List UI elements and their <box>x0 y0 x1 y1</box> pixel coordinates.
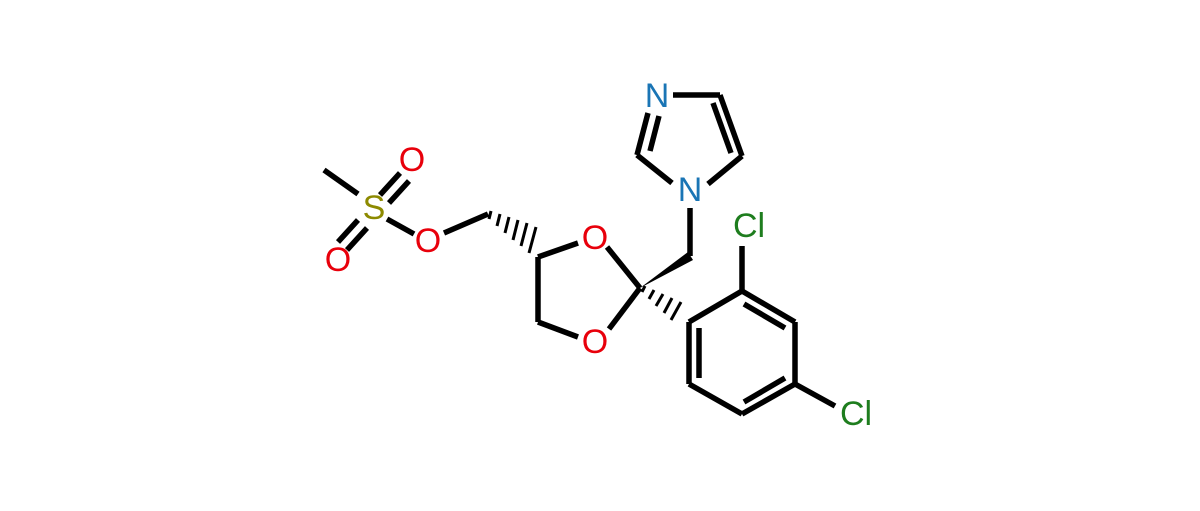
atom-nitrogen-imidazole-3: N <box>645 77 670 115</box>
bond-ph-c2-c3-inner <box>742 301 787 331</box>
atom-sulfur: S <box>363 189 386 227</box>
bond-n1-c5 <box>706 153 744 187</box>
wedge-bond-c2-ch2 <box>640 252 693 288</box>
atom-oxygen-ester: O <box>415 222 441 260</box>
atom-nitrogen-imidazole-1: N <box>678 171 703 209</box>
bond-sulfur-oxygen-top-a <box>377 171 403 197</box>
bond-sulfur-oxygen-top-b <box>386 179 412 205</box>
bond-c5-c4-imid-inner <box>710 102 734 154</box>
atom-chlorine-para: Cl <box>840 395 872 433</box>
bond-ester-oxygen-ch2 <box>442 211 490 236</box>
bond-ph-c1-c2 <box>687 288 744 325</box>
hashed-wedge-bond-c4-ch2 <box>487 210 538 254</box>
bond-ph-c4-cl <box>793 381 837 409</box>
bond-ph-c4-c5 <box>740 381 797 417</box>
bond-o-top-c2 <box>604 245 643 290</box>
bond-sulfur-oxygen-bottom-b <box>344 226 370 252</box>
bond-ph-c5-c6 <box>687 381 744 417</box>
bond-n3-c2-imid-b <box>647 115 662 152</box>
bond-ph-c4-c5-inner <box>742 375 787 405</box>
bond-ph-c2-c3 <box>740 288 797 325</box>
bond-c2-imid-n1 <box>635 152 674 186</box>
bond-o-bottom-c5 <box>537 319 579 340</box>
bond-n3-c2-imid-a <box>634 112 651 156</box>
atom-oxygen-ring-top: O <box>582 219 608 257</box>
bond-sulfur-ester-oxygen <box>385 216 416 237</box>
atom-chlorine-ortho: Cl <box>733 207 765 245</box>
bond-methyl-sulfur <box>322 167 360 197</box>
bond-c4-o-top <box>537 240 579 260</box>
atom-oxygen-ring-bottom: O <box>582 323 608 361</box>
bond-c2-o-bottom <box>606 286 643 331</box>
atom-oxygen-sulfonyl-bottom: O <box>325 241 351 279</box>
bond-sulfur-oxygen-bottom-a <box>335 218 361 244</box>
atom-oxygen-sulfonyl-top: O <box>399 141 425 179</box>
hashed-wedge-bond-c2-phenyl <box>640 285 683 321</box>
bond-c5-c4-imid <box>717 94 745 157</box>
